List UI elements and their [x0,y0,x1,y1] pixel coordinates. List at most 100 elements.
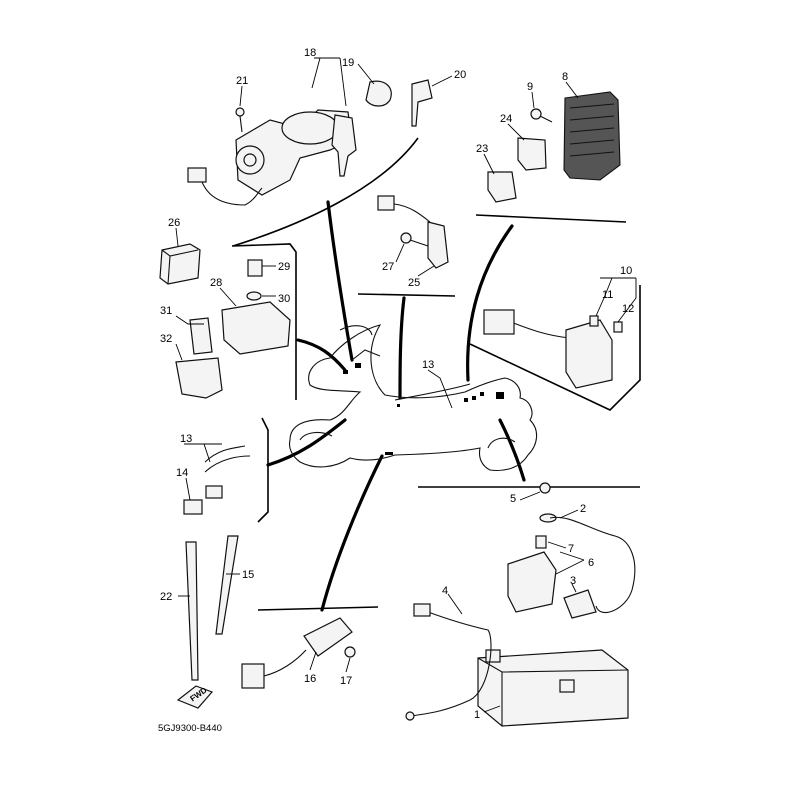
label-30: 30 [278,293,290,305]
leader-8 [565,81,579,99]
label-2: 2 [580,503,586,515]
label-23: 23 [476,143,488,155]
motorcycle-outline [288,324,538,472]
sensor-group [377,195,449,269]
fwd-arrow [176,685,214,709]
label-28: 28 [210,277,222,289]
fuse-7 [535,535,547,549]
label-29: 29 [278,261,290,273]
connector-23 [487,171,517,203]
relay-26-edges [161,249,199,285]
switch-barrel-inner [243,153,257,167]
label-31: 31 [160,305,172,317]
body-marker-2 [355,363,361,368]
sensor-connector [377,195,395,211]
cable-tie-15 [215,535,239,635]
battery-lead-connector [413,603,431,617]
relay-31 [189,317,213,355]
relay-28 [221,301,291,355]
ignition-assembly [187,79,433,206]
bolt-29 [247,259,263,277]
leader-23 [483,153,495,175]
key-18 [331,114,357,177]
label-7: 7 [568,543,574,555]
reference-code: 5GJ9300-B440 [158,723,222,734]
label-6: 6 [588,557,594,569]
body-marker-7 [496,392,504,399]
leader-lines [175,57,637,713]
bolt-27-shank [409,239,429,247]
switch-wire [263,649,307,677]
label-22: 22 [160,591,172,603]
body-marker-3 [397,404,400,407]
sensor-25 [427,221,449,269]
body-marker-6 [480,392,484,396]
fuse-box-10 [565,319,613,389]
front-wheel-arc [299,431,333,441]
label-25: 25 [408,277,420,289]
battery-lead-4 [411,611,492,717]
rear-wheel-arc [487,437,516,449]
leader-21 [239,85,243,107]
regulator-group [487,91,621,203]
pointer-strap [266,418,347,467]
lock-cylinder [281,111,339,145]
regulator-section-border [475,214,627,223]
leader-28 [219,287,237,307]
sensor-wire [393,203,431,223]
leader-31 [175,315,204,325]
leader-32 [175,343,183,361]
label-8: 8 [562,71,568,83]
wire-harness-13 [204,445,251,473]
label-16: 16 [304,673,316,685]
leader-7 [547,541,567,549]
label-13-left: 13 [180,433,192,445]
fuse-11 [589,315,599,327]
relay-group [159,243,291,399]
switch-group [241,617,356,689]
strap-section-border [257,417,269,523]
leader-2 [559,509,579,519]
switch-section-border [257,606,379,611]
battery-terminal-neg [485,649,501,663]
switch-connector [241,663,265,689]
cover-3 [563,589,597,619]
label-13-center: 13 [422,359,434,371]
windscreen [339,325,373,336]
label-10: 10 [620,265,632,277]
washer-30 [246,291,262,301]
leader-20 [431,75,453,87]
battery-terminal-pos [559,679,575,693]
label-32: 32 [160,333,172,345]
leader-25 [417,265,435,277]
bolt-21-head [235,107,245,117]
pointer-relay [296,338,347,372]
leader-17 [345,657,351,673]
handlebar [351,349,381,361]
key-20 [411,79,433,127]
rectifier-regulator-8 [563,91,621,181]
fuse-12 [613,321,623,333]
leader-27 [395,243,405,263]
label-17: 17 [340,675,352,687]
label-14: 14 [176,467,188,479]
motorcycle-body [288,324,538,472]
ignition-wire [199,175,263,206]
screw-17-head [344,646,356,658]
battery-1 [477,649,629,727]
label-20: 20 [454,69,466,81]
pointer-sensor [398,296,406,400]
sensor-section-border [357,293,456,297]
label-19: 19 [342,57,354,69]
clip-14a [183,499,203,515]
battery-edges [477,657,629,726]
leader-9 [531,91,535,109]
fuse-connector [483,309,515,335]
leader-10-11-12 [595,277,637,323]
pointer-switch [320,454,384,612]
battery-lead-terminal [405,711,415,721]
body-marker-1 [343,370,348,374]
pointer-battery [498,418,526,482]
body-marker-5 [472,396,476,400]
label-24: 24 [500,113,512,125]
